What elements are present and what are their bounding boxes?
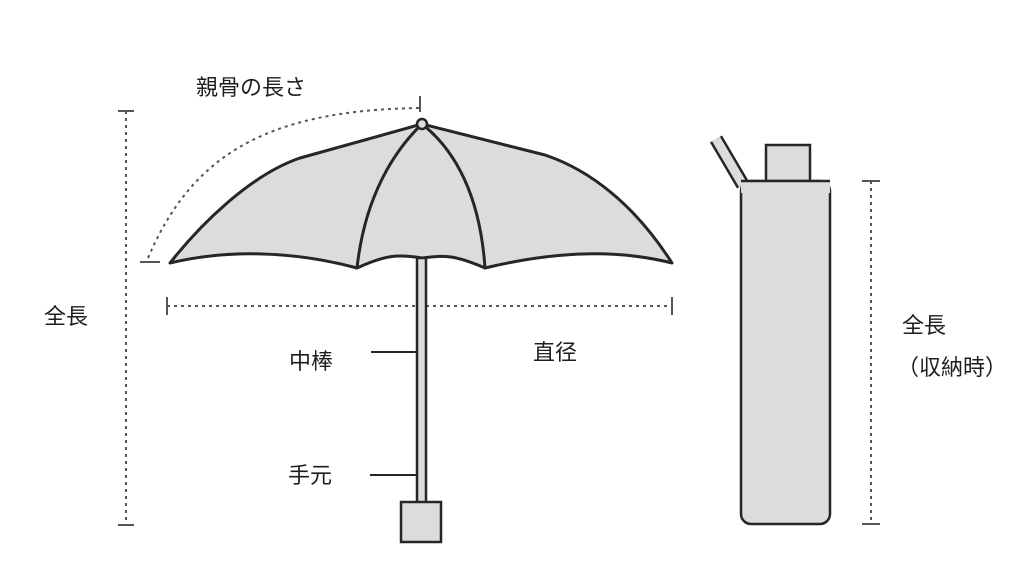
diameter-label: 直径 xyxy=(533,341,578,366)
umbrella-canopy xyxy=(168,122,674,270)
closed-umbrella-top-cover xyxy=(741,181,830,193)
leader-lines xyxy=(370,351,417,476)
umbrella-tip xyxy=(415,117,429,131)
closed-umbrella xyxy=(709,135,832,526)
rib-length-label: 親骨の長さ xyxy=(196,76,307,101)
closed-length-dimension xyxy=(862,180,880,525)
closed-total-length-label: 全長 xyxy=(902,314,947,339)
closed-umbrella-body xyxy=(739,179,832,526)
closed-umbrella-handle xyxy=(764,143,812,184)
umbrella-handle xyxy=(399,500,443,544)
total-length-dimension xyxy=(118,110,134,526)
shaft-label: 中棒 xyxy=(289,350,334,375)
canopy-ribs xyxy=(355,122,487,270)
closed-total-length-note: （収納時） xyxy=(897,356,1008,381)
umbrella-shaft xyxy=(415,256,428,505)
rib-length-dimension xyxy=(140,96,421,263)
total-length-label: 全長 xyxy=(44,305,89,330)
closed-umbrella-strap-fill xyxy=(712,136,747,188)
handle-label: 手元 xyxy=(288,464,333,489)
